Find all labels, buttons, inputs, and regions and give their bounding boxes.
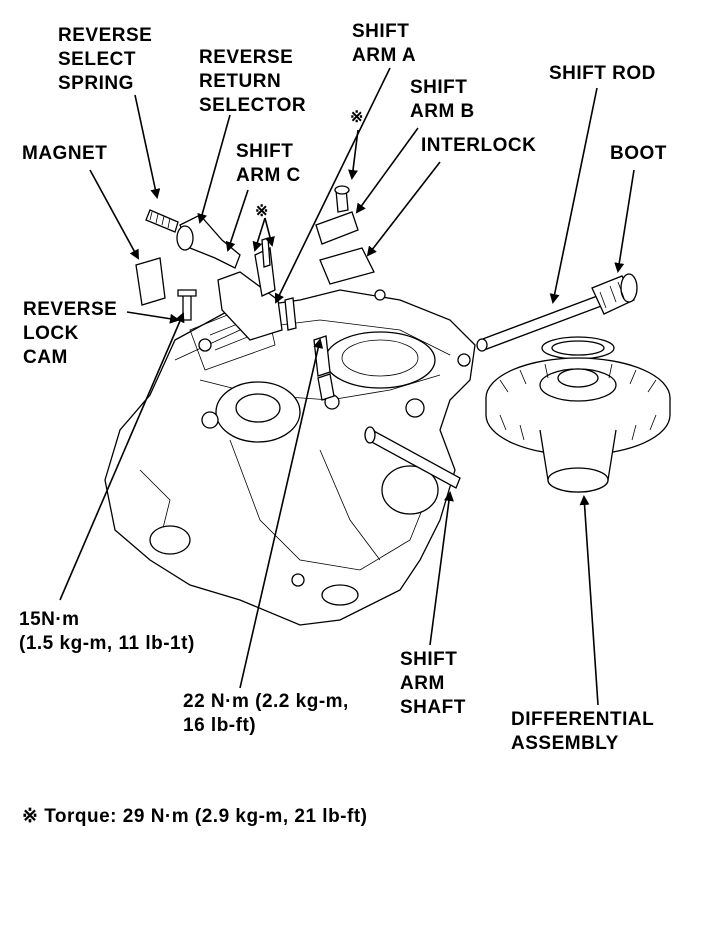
label-torque-22: 22 N·m (2.2 kg-m, 16 lb-ft) [183, 691, 349, 736]
star-mark-arm-a: ※ [350, 109, 364, 126]
label-shift-arm-b: SHIFT ARM B [410, 77, 475, 122]
label-reverse-lock-cam: REVERSE LOCK CAM [23, 299, 118, 368]
differential-assembly-part [485, 357, 671, 493]
label-shift-rod: SHIFT ROD [549, 63, 656, 84]
label-shift-arm-a: SHIFT ARM A [352, 21, 417, 66]
label-boot: BOOT [610, 143, 667, 164]
label-shift-arm-c: SHIFT ARM C [236, 141, 301, 186]
leader-lines [59, 67, 635, 706]
shift-arm-shaft-part [364, 426, 461, 489]
label-magnet: MAGNET [22, 143, 108, 164]
label-differential-assembly: DIFFERENTIAL ASSEMBLY [511, 709, 655, 754]
snap-ring-part [541, 336, 615, 360]
label-torque-15: 15N·m (1.5 kg-m, 11 lb-1t) [19, 609, 195, 654]
star-mark-arm-c: ※ [255, 203, 269, 220]
label-reverse-return-selector: REVERSE RETURN SELECTOR [199, 47, 307, 116]
label-reverse-select-spring: REVERSE SELECT SPRING [58, 25, 153, 94]
label-interlock: INTERLOCK [421, 135, 537, 156]
label-shift-arm-shaft: SHIFT ARM SHAFT [400, 649, 466, 718]
boot-part [591, 273, 638, 315]
torque-footnote: ※ Torque: 29 N·m (2.9 kg-m, 21 lb-ft) [22, 806, 368, 827]
shift-arm-parts [135, 185, 375, 401]
